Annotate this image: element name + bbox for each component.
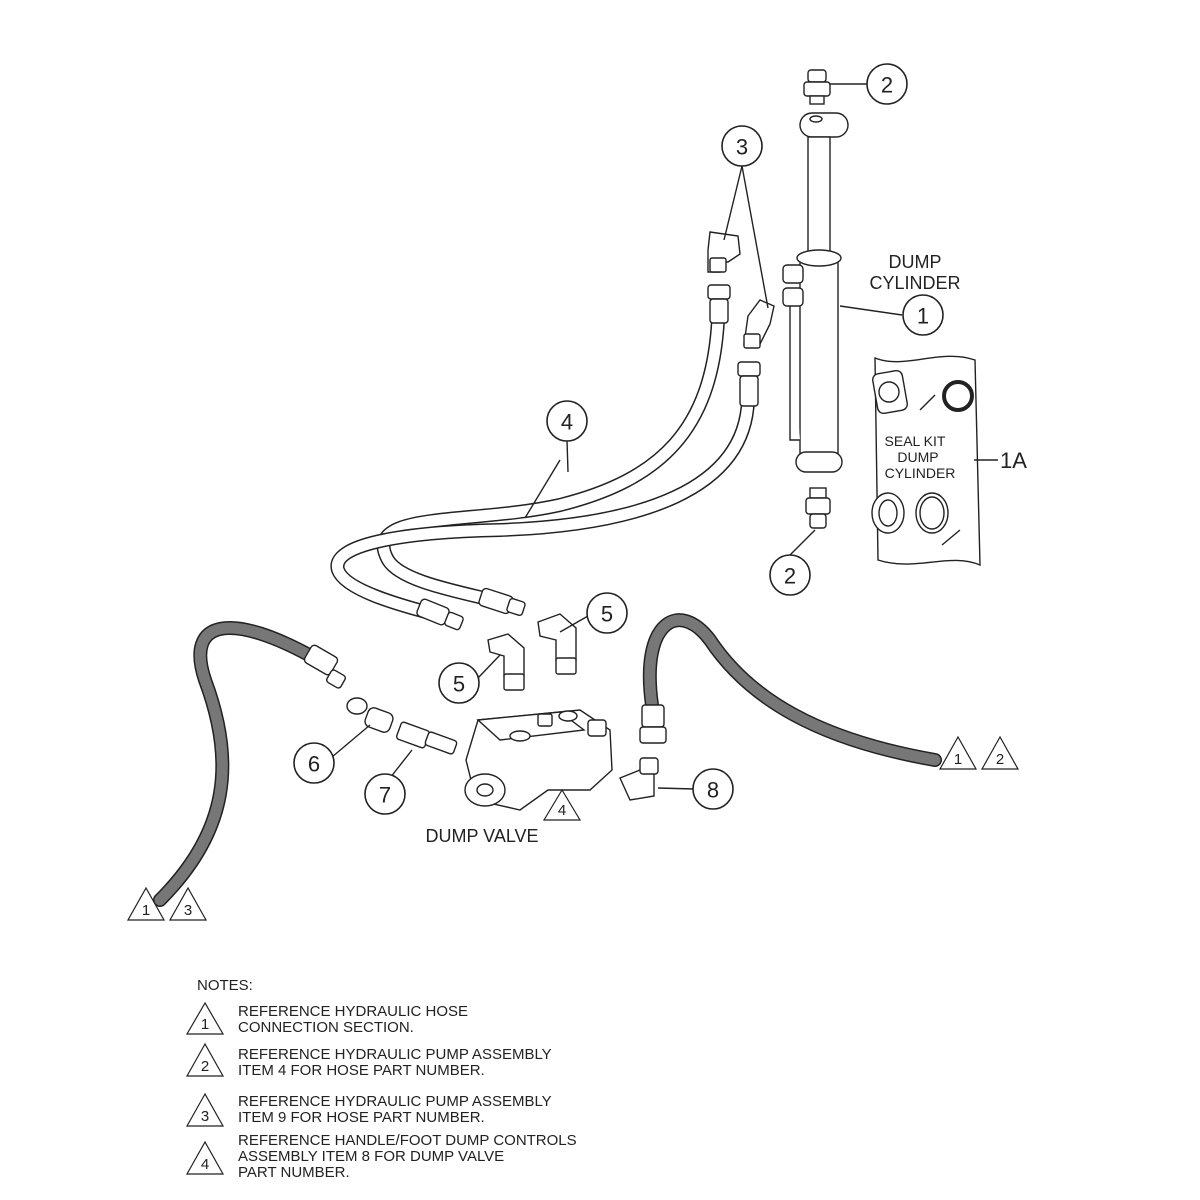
svg-text:2: 2 — [201, 1058, 209, 1075]
note-3-line2: ITEM 9 FOR HOSE PART NUMBER. — [238, 1109, 485, 1126]
svg-text:3: 3 — [201, 1108, 209, 1125]
svg-text:4: 4 — [201, 1156, 209, 1173]
svg-text:7: 7 — [379, 783, 391, 808]
callout-2-top: 2 — [866, 63, 908, 105]
svg-text:2: 2 — [996, 751, 1004, 768]
hose-fittings-upper — [707, 231, 775, 407]
notes-heading: NOTES: — [197, 977, 253, 994]
svg-text:2: 2 — [784, 564, 796, 589]
svg-text:4: 4 — [558, 802, 566, 819]
note-3-line1: REFERENCE HYDRAULIC PUMP ASSEMBLY — [238, 1093, 552, 1110]
callout-4: 4 — [546, 400, 588, 442]
callout-1: 1 — [902, 294, 944, 336]
hose-dark-left — [153, 621, 347, 907]
note-4-line2: ASSEMBLY ITEM 8 FOR DUMP VALVE — [238, 1148, 504, 1165]
triangle-left-3: 3 — [168, 886, 208, 921]
seal-kit-label-line3: CYLINDER — [885, 465, 956, 481]
svg-text:1: 1 — [917, 304, 929, 329]
triangle-right-2: 2 — [980, 735, 1020, 770]
svg-text:3: 3 — [736, 135, 748, 160]
note-2-triangle: 2 — [185, 1042, 225, 1077]
svg-text:1: 1 — [954, 751, 962, 768]
hose-item-4 — [330, 313, 755, 619]
triangle-left-1: 1 — [126, 886, 166, 921]
callout-7: 7 — [364, 773, 406, 815]
dump-cylinder-label-line1: DUMP — [889, 252, 942, 272]
callout-6: 6 — [293, 742, 335, 784]
triangle-right-1: 1 — [938, 735, 978, 770]
svg-text:4: 4 — [561, 410, 573, 435]
note-4-triangle: 4 — [185, 1140, 225, 1175]
note-2-line1: REFERENCE HYDRAULIC PUMP ASSEMBLY — [238, 1046, 552, 1063]
dump-cylinder-label-line2: CYLINDER — [869, 273, 960, 293]
fitting-6-7 — [346, 697, 458, 755]
note-4-line3: PART NUMBER. — [238, 1164, 350, 1181]
svg-text:8: 8 — [707, 778, 719, 803]
leader-lines — [331, 83, 903, 790]
dump-cylinder — [782, 69, 849, 529]
callout-5-lower: 5 — [438, 662, 480, 704]
note-4-line1: REFERENCE HANDLE/FOOT DUMP CONTROLS — [238, 1132, 577, 1149]
note-1-line2: CONNECTION SECTION. — [238, 1019, 414, 1036]
note-3-triangle: 3 — [185, 1092, 225, 1127]
callout-8: 8 — [692, 768, 734, 810]
callout-3: 3 — [721, 125, 763, 167]
svg-text:6: 6 — [308, 752, 320, 777]
svg-text:1: 1 — [201, 1016, 209, 1033]
svg-text:3: 3 — [184, 902, 192, 919]
svg-text:5: 5 — [453, 672, 465, 697]
dump-valve-label: DUMP VALVE — [425, 826, 538, 846]
svg-text:1: 1 — [142, 902, 150, 919]
seal-kit-ref-label: 1A — [1000, 448, 1027, 473]
svg-text:2: 2 — [881, 73, 893, 98]
seal-kit-label-line2: DUMP — [897, 449, 938, 465]
seal-kit-bag — [871, 355, 981, 567]
triangle-valve-4: 4 — [542, 788, 582, 821]
dump-valve — [464, 709, 659, 811]
callout-2-bottom: 2 — [769, 554, 811, 596]
callout-5-upper: 5 — [586, 592, 628, 634]
hose-dark-right — [639, 613, 942, 767]
note-1-triangle: 1 — [185, 1001, 225, 1035]
hose-fittings-lower — [416, 587, 577, 691]
svg-text:5: 5 — [601, 602, 613, 627]
seal-kit-label-line1: SEAL KIT — [885, 433, 946, 449]
note-2-line2: ITEM 4 FOR HOSE PART NUMBER. — [238, 1062, 485, 1079]
note-1-line1: REFERENCE HYDRAULIC HOSE — [238, 1003, 468, 1020]
